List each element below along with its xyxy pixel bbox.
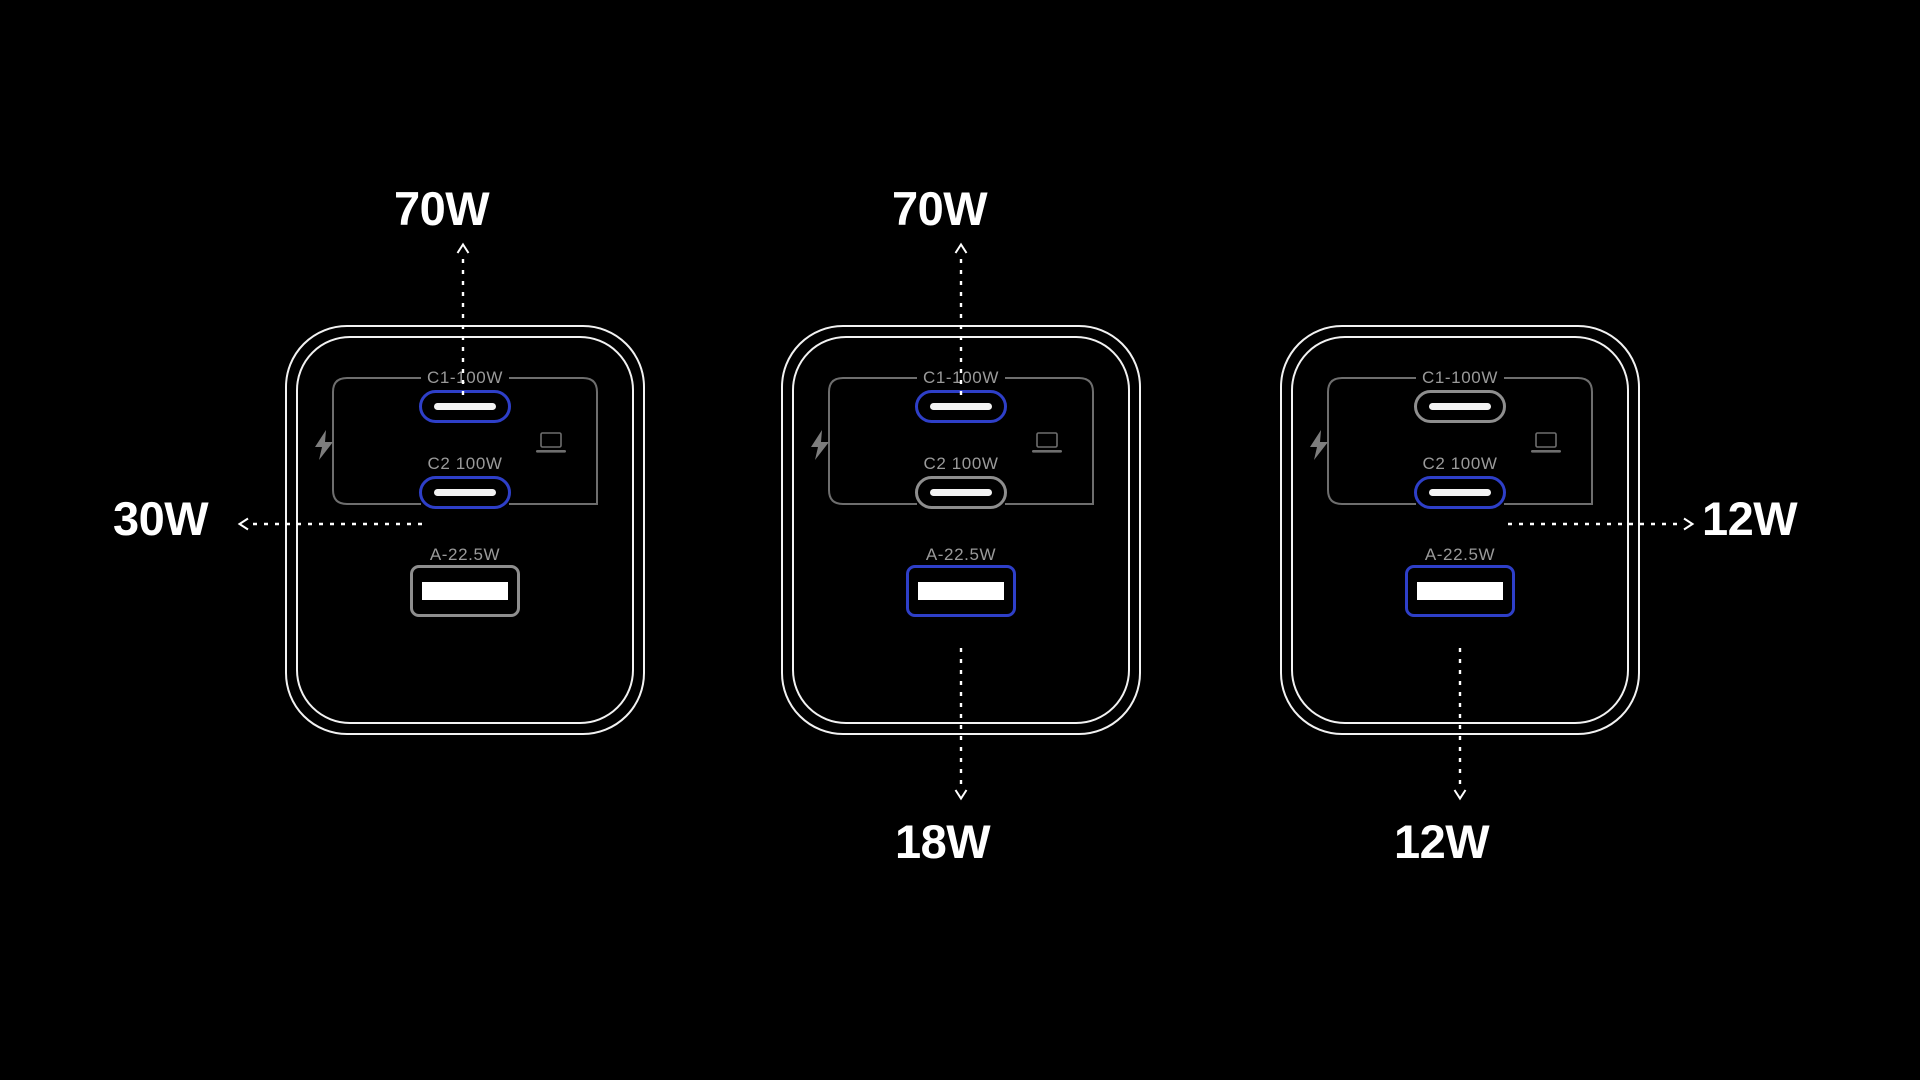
callout-70w-device-1: 70W <box>394 182 490 235</box>
usb-c-slot <box>434 489 496 496</box>
connector-line-c1-up <box>953 242 969 395</box>
port-label-c2: C2 100W <box>923 454 999 473</box>
port-label-a: A-22.5W <box>1424 545 1496 564</box>
laptop-icon <box>535 431 567 457</box>
laptop-icon <box>1031 431 1063 457</box>
port-label-c1: C1-100W <box>426 368 503 387</box>
c1-c2-bracket <box>317 377 613 505</box>
charger-scenario-1: C1-100W C2 100W A-22.5W <box>285 325 645 735</box>
usb-c-slot <box>930 489 992 496</box>
callout-18w: 18W <box>895 815 991 868</box>
callout-70w-device-2: 70W <box>892 182 988 235</box>
charger-scenario-3: C1-100W C2 100W A-22.5W <box>1280 325 1640 735</box>
usb-a-port[interactable] <box>1405 565 1515 617</box>
callout-30w: 30W <box>113 492 209 545</box>
usb-c-port-c2[interactable] <box>419 476 511 509</box>
c1-c2-bracket <box>813 377 1109 505</box>
usb-c-slot <box>1429 489 1491 496</box>
connector-line-c2-right <box>1508 516 1695 532</box>
port-label-a: A-22.5W <box>429 545 501 564</box>
usb-c-port-c2[interactable] <box>915 476 1007 509</box>
usb-a-port[interactable] <box>410 565 520 617</box>
charger-inner-shell <box>1291 336 1629 724</box>
usb-a-port[interactable] <box>906 565 1016 617</box>
connector-line-c1-up <box>455 242 471 395</box>
connector-line-a-down <box>953 648 969 801</box>
callout-12w-bottom: 12W <box>1394 815 1490 868</box>
port-label-a: A-22.5W <box>925 545 997 564</box>
lightning-bolt-icon <box>809 430 831 460</box>
port-label-c2: C2 100W <box>1422 454 1498 473</box>
connector-line-a-down <box>1452 648 1468 801</box>
usb-c-slot <box>930 403 992 410</box>
charger-outer-shell <box>285 325 645 735</box>
c1-c2-bracket <box>1312 377 1608 505</box>
lightning-bolt-icon <box>1308 430 1330 460</box>
usb-a-slot <box>422 582 508 600</box>
charger-outer-shell <box>1280 325 1640 735</box>
usb-a-slot <box>1417 582 1503 600</box>
usb-c-slot <box>1429 403 1491 410</box>
callout-12w-right: 12W <box>1702 492 1798 545</box>
port-label-c1: C1-100W <box>1421 368 1498 387</box>
usb-c-port-c1[interactable] <box>1414 390 1506 423</box>
port-label-c1: C1-100W <box>922 368 999 387</box>
lightning-bolt-icon <box>313 430 335 460</box>
usb-c-slot <box>434 403 496 410</box>
connector-line-c2-left <box>237 516 422 532</box>
laptop-icon <box>1530 431 1562 457</box>
port-label-c2: C2 100W <box>427 454 503 473</box>
usb-c-port-c1[interactable] <box>419 390 511 423</box>
usb-a-slot <box>918 582 1004 600</box>
usb-c-port-c2[interactable] <box>1414 476 1506 509</box>
charger-inner-shell <box>296 336 634 724</box>
